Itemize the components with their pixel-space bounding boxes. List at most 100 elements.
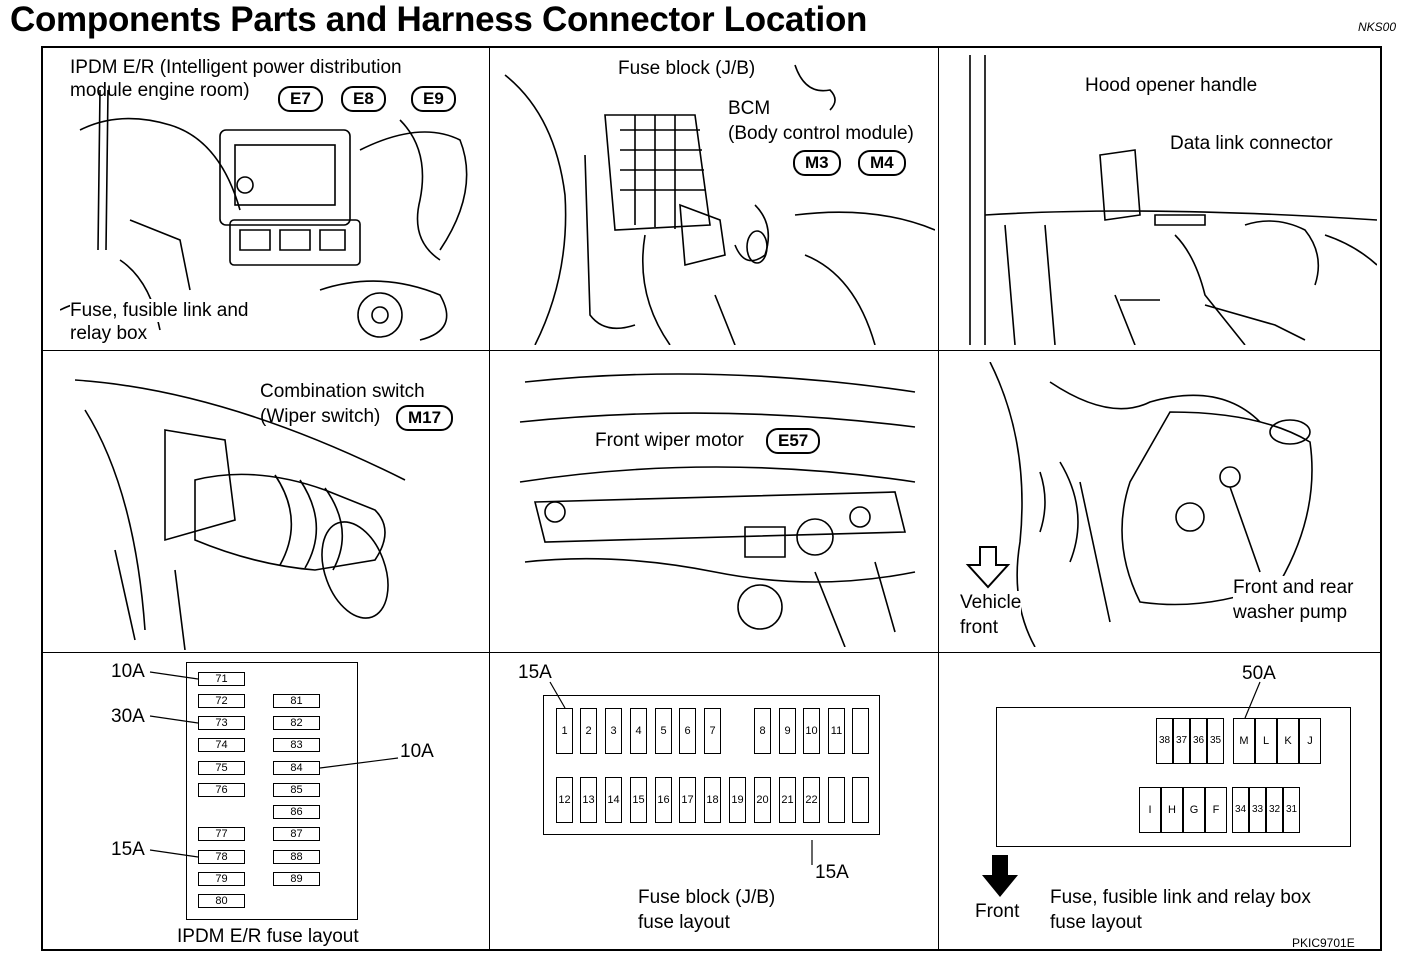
jb-fuse-18: 18 (704, 777, 721, 823)
relay-slot-j: J (1299, 718, 1321, 764)
relay-slot-l: L (1255, 718, 1277, 764)
hood-opener-label: Hood opener handle (1085, 75, 1258, 96)
washer-pump-label: Front and rear (1233, 576, 1354, 599)
jb-fuse-6: 6 (679, 708, 696, 754)
fuse-81: 81 (273, 694, 320, 708)
engine-room-drawing (60, 90, 468, 341)
relay-slot-37: 37 (1173, 718, 1190, 764)
connector-e8: E8 (341, 86, 386, 112)
amp-rating-30a: 30A (111, 706, 145, 727)
relay-slot-k: K (1277, 718, 1299, 764)
jb-fuse-5: 5 (655, 708, 672, 754)
fuse-89: 89 (273, 872, 320, 886)
fuse-74: 74 (198, 738, 245, 752)
driver-footwell-drawing (969, 55, 1377, 345)
grid-divider (489, 47, 490, 950)
fuse-77: 77 (198, 827, 245, 841)
jb-fuse-8: 8 (754, 708, 771, 754)
fuse-72: 72 (198, 694, 245, 708)
fuse-76: 76 (198, 783, 245, 797)
ipdm-label: IPDM E/R (Intelligent power distribution (70, 57, 402, 78)
front-arrow-icon (982, 855, 1018, 897)
relay-slot-g: G (1183, 787, 1205, 833)
ipdm-fuse-box (186, 662, 358, 920)
jb-leader-lines (549, 681, 813, 865)
jb-fuse-14: 14 (605, 777, 622, 823)
relay-box-outline (996, 707, 1351, 847)
relay-slot-38: 38 (1156, 718, 1173, 764)
relay-slot-34: 34 (1232, 787, 1249, 833)
ipdm-leader-lines (149, 671, 399, 858)
ipdm-fuse-layout-caption: IPDM E/R fuse layout (177, 926, 359, 947)
jb-fuse-10: 10 (803, 708, 820, 754)
connector-e9: E9 (411, 86, 456, 112)
jb-fuse-9: 9 (779, 708, 796, 754)
data-link-connector-label: Data link connector (1170, 132, 1333, 155)
jb-fuse-empty (828, 777, 845, 823)
relay-slot-32: 32 (1266, 787, 1283, 833)
figure-code: PKIC9701E (1292, 936, 1355, 950)
page-title: Components Parts and Harness Connector L… (10, 0, 868, 39)
grid-divider (938, 47, 939, 950)
bcm-label: BCM (728, 97, 771, 120)
jb-fuse-4: 4 (630, 708, 647, 754)
washer-pump-label-cont: washer pump (1233, 601, 1348, 624)
jb-fuse-15: 15 (630, 777, 647, 823)
connector-e7: E7 (278, 86, 323, 112)
doc-code: NKS00 (1357, 20, 1396, 34)
jb-fuse-11: 11 (828, 708, 845, 754)
fuse-86: 86 (273, 805, 320, 819)
relay-leader-line (1244, 681, 1261, 719)
relay-slot-i: I (1139, 787, 1161, 833)
relay-slot-31: 31 (1283, 787, 1300, 833)
jb-fuse-empty (852, 708, 869, 754)
jb-fuse-layout-caption-cont: fuse layout (638, 912, 730, 933)
jb-fuse-1: 1 (556, 708, 573, 754)
grid-divider (42, 652, 1381, 653)
fuse-87: 87 (273, 827, 320, 841)
vehicle-front-label-cont: front (960, 616, 999, 639)
fuse-84: 84 (273, 761, 320, 775)
relay-box-caption-cont: fuse layout (1050, 912, 1142, 933)
steering-column-drawing (75, 379, 406, 650)
amp-rating-15a: 15A (111, 839, 145, 860)
front-wiper-motor-label: Front wiper motor (595, 429, 744, 452)
relay-slot-35: 35 (1207, 718, 1224, 764)
relay-slot-m: M (1233, 718, 1255, 764)
jb-fuse-17: 17 (679, 777, 696, 823)
connector-e57: E57 (766, 428, 821, 454)
jb-fuse-21: 21 (779, 777, 796, 823)
cowl-wiper-drawing (519, 373, 916, 647)
fuse-71: 71 (198, 672, 245, 686)
fuse-79: 79 (198, 872, 245, 886)
amp-rating-10a: 10A (111, 661, 145, 682)
relay-box-caption: Fuse, fusible link and relay box (1050, 887, 1311, 908)
jb-fuse-7: 7 (704, 708, 721, 754)
jb-fuse-2: 2 (580, 708, 597, 754)
vehicle-front-label: Vehicle (960, 591, 1022, 614)
fuse-relay-box-label: Fuse, fusible link and (70, 299, 249, 322)
jb-fuse-layout-caption: Fuse block (J/B) (638, 887, 776, 908)
jb-fuse-19: 19 (729, 777, 746, 823)
jb-amp-15a-bottom: 15A (815, 862, 849, 883)
relay-slot-36: 36 (1190, 718, 1207, 764)
amp-rating-10a-right: 10A (400, 741, 434, 762)
fuse-block-label: Fuse block (J/B) (618, 57, 756, 80)
jb-fuse-13: 13 (580, 777, 597, 823)
relay-slot-h: H (1161, 787, 1183, 833)
jb-fuse-16: 16 (655, 777, 672, 823)
front-label: Front (975, 901, 1020, 922)
fuse-88: 88 (273, 850, 320, 864)
fuse-relay-box-label-cont: relay box (70, 322, 148, 345)
connector-m4: M4 (858, 150, 906, 176)
fuse-83: 83 (273, 738, 320, 752)
fuse-73: 73 (198, 716, 245, 730)
ipdm-label-cont: module engine room) (70, 80, 250, 101)
fuse-80: 80 (198, 894, 245, 908)
relay-amp-50a: 50A (1242, 663, 1276, 684)
bcm-description: (Body control module) (728, 122, 914, 145)
jb-fuse-12: 12 (556, 777, 573, 823)
fuse-82: 82 (273, 716, 320, 730)
dash-underside-drawing (504, 64, 935, 345)
diagram-frame (41, 46, 1382, 951)
